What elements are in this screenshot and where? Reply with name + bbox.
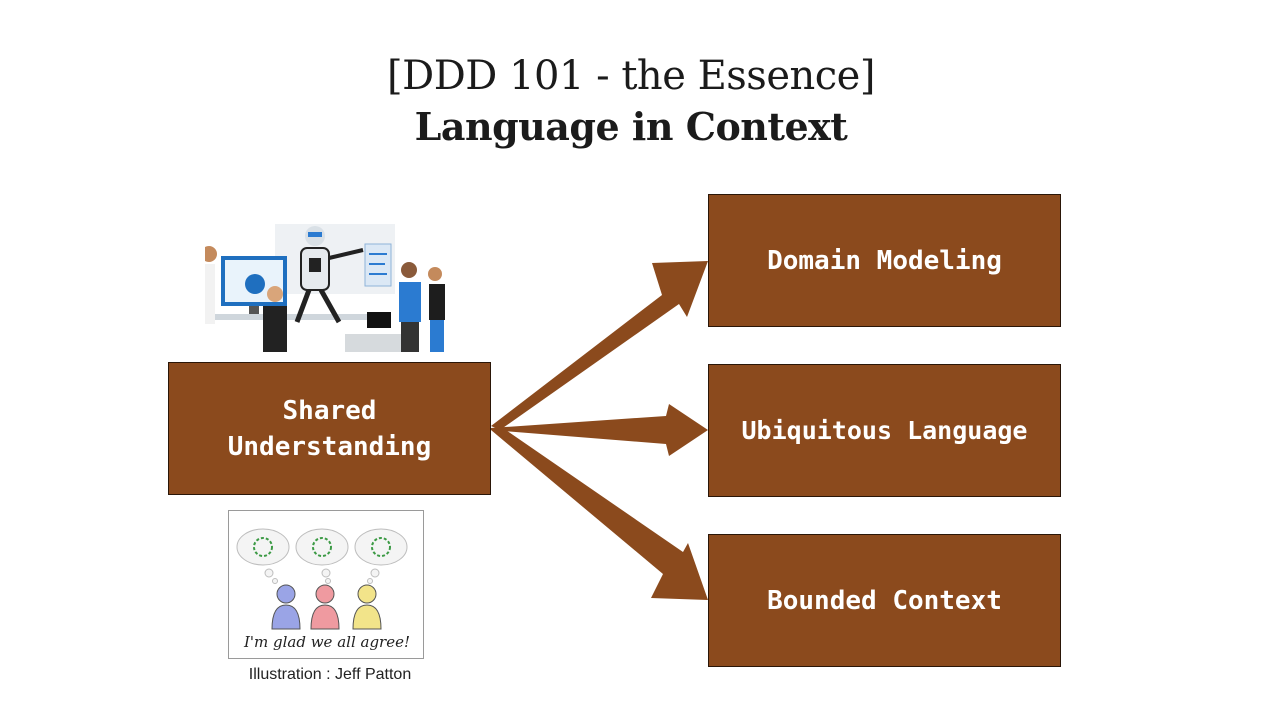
team-illustration	[201, 224, 446, 352]
arrow-to-bounded-context	[491, 426, 708, 600]
slide-title: [DDD 101 - the Essence] Language in Cont…	[0, 50, 1262, 152]
bounded-context-label: Bounded Context	[767, 585, 1002, 616]
title-line-1: [DDD 101 - the Essence]	[387, 53, 875, 99]
domain-modeling-label: Domain Modeling	[767, 245, 1002, 276]
bounded-context-box: Bounded Context	[708, 534, 1061, 667]
source-label-line-2: Understanding	[227, 431, 432, 462]
illustration-credit: Illustration : Jeff Patton	[248, 666, 412, 683]
arrow-to-ubiquitous-language	[491, 404, 708, 456]
domain-modeling-box: Domain Modeling	[708, 194, 1061, 327]
title-line-2: Language in Context	[414, 104, 848, 149]
arrow-to-domain-modeling	[491, 261, 708, 430]
shared-understanding-box: Shared Understanding	[168, 362, 491, 495]
agreement-illustration: I'm glad we all agree!	[228, 510, 424, 659]
handwritten-caption: I'm glad we all agree!	[243, 633, 410, 651]
ubiquitous-language-box: Ubiquitous Language	[708, 364, 1061, 497]
ubiquitous-language-label: Ubiquitous Language	[741, 415, 1028, 445]
source-label-line-1: Shared	[282, 395, 377, 426]
